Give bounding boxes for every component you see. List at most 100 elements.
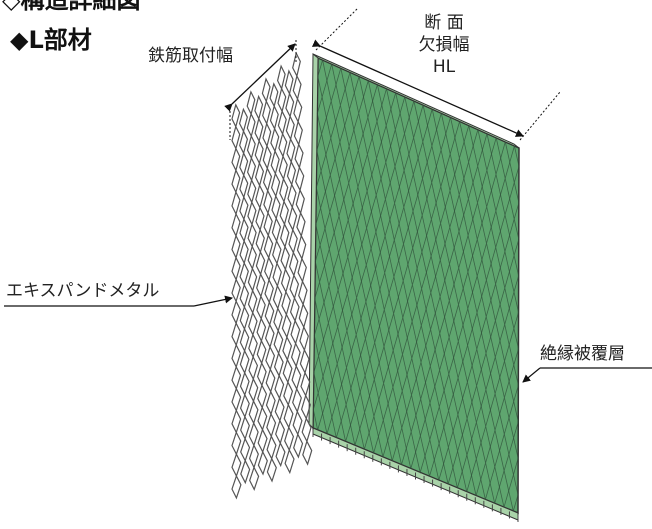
expanded-metal-cell [263, 189, 273, 215]
expanded-metal-cell [266, 457, 277, 483]
expanded-metal-cell [248, 355, 259, 381]
expanded-metal-cell [277, 109, 287, 136]
expanded-metal-cell [273, 351, 284, 378]
expanded-metal-cell [247, 289, 258, 315]
expanded-metal-cell [262, 166, 273, 193]
expanded-metal-cell [231, 408, 242, 434]
expanded-metal-cell [231, 474, 242, 500]
expanded-metal-cell [265, 367, 276, 394]
panel-mesh-diamond [461, 454, 472, 492]
expanded-metal-cell [287, 182, 297, 209]
panel-mesh-diamond [377, 419, 389, 458]
expanded-metal-cell [286, 137, 296, 164]
expanded-metal-cell [256, 339, 267, 365]
expanded-metal-cell [247, 244, 257, 271]
panel-mesh-diamond [443, 447, 454, 485]
expanded-metal-cell [298, 279, 308, 306]
expanded-metal-cell [255, 250, 266, 276]
expanded-metal-cell [284, 425, 295, 452]
panel-mesh-diamond [350, 408, 361, 446]
expanded-metal-cell [240, 437, 251, 463]
expanded-metal-cell [254, 94, 264, 121]
expanded-metal-cell [291, 364, 302, 391]
rebar-width-dimension [224, 40, 297, 140]
expanded-metal-cell [262, 144, 272, 170]
expanded-metal-cell [285, 91, 295, 119]
expanded-metal-cell [231, 365, 242, 391]
expanded-metal-cell [272, 284, 283, 311]
expanded-metal-cell [282, 358, 293, 384]
expanded-metal-cell [256, 294, 266, 321]
expanded-metal-cell [297, 257, 307, 284]
panel-mesh-diamond [489, 466, 500, 504]
expanded-metal-cell [239, 129, 249, 155]
expanded-metal-cell [246, 112, 256, 138]
rebar-width-label: 鉄筋取付幅 [148, 46, 233, 66]
expanded-metal-cell [276, 64, 286, 91]
expanded-metal-cell [288, 228, 298, 255]
expanded-metal-cell [281, 312, 292, 339]
l-member-heading: ◆L部材 [10, 26, 92, 54]
panel-mesh-diamond [340, 404, 351, 442]
expanded-metal-cell [262, 99, 271, 126]
panel-mesh-diamond [508, 473, 519, 512]
expanded-metal-leader [4, 295, 233, 307]
panel-mesh-diamond [480, 462, 491, 500]
expanded-metal-cell [257, 383, 268, 410]
expanded-metal-cell [269, 104, 279, 131]
expanded-metal-cell [273, 306, 283, 333]
expanded-metal-cell [283, 380, 294, 407]
expanded-metal-cell [288, 250, 299, 278]
section-width-label: 断 面 欠損幅 HL [400, 12, 488, 78]
expanded-metal-cell [287, 205, 298, 232]
expanded-metal-cell [279, 199, 289, 226]
expanded-metal-cell [248, 443, 259, 469]
expanded-metal-cell [264, 278, 274, 304]
expanded-metal-cell [263, 233, 274, 260]
expanded-metal-cell [239, 261, 249, 287]
expanded-metal-cell [239, 195, 249, 221]
expanded-metal-cell [231, 212, 241, 238]
expanded-metal-cell [299, 325, 309, 352]
panel-mesh-diamond [405, 431, 417, 469]
expanded-metal-cell [231, 146, 241, 172]
expanded-metal-cell [278, 154, 288, 181]
panel-mesh-diamond [415, 434, 426, 474]
expanded-metal-cell [239, 371, 250, 397]
panel-bottom-teeth [312, 430, 519, 522]
expanded-metal-cell [265, 345, 276, 371]
expanded-metal-cell [246, 134, 256, 160]
expanded-metal-cell [257, 405, 268, 432]
panel-mesh-diamond [433, 443, 445, 481]
expanded-metal-cell [248, 421, 259, 447]
expanded-metal-cell [231, 256, 241, 282]
expanded-metal-cell [300, 371, 311, 398]
expanded-metal-cell [256, 316, 267, 343]
insulation-leader [522, 367, 652, 383]
expanded-metal-cell [295, 165, 305, 192]
expanded-metal-cell [240, 459, 251, 485]
expanded-metal-cell [262, 121, 272, 148]
expanded-metal-cell [265, 390, 276, 416]
panel-mesh-diamond [452, 451, 463, 489]
expanded-metal-cell [299, 348, 310, 375]
expanded-metal-cell [280, 222, 290, 249]
panel-mesh-diamond [312, 392, 324, 431]
expanded-metal-cell [264, 323, 275, 349]
expanded-metal-cell [289, 296, 300, 323]
expanded-metal-cell [231, 124, 241, 151]
expanded-metal-cell [284, 69, 294, 96]
expanded-metal-cell [277, 86, 287, 114]
diagram-title: ◇構造詳細図 [2, 0, 141, 14]
expanded-metal-cell [283, 403, 294, 430]
section-width-dimension [311, 7, 561, 141]
expanded-metal-cell [257, 450, 268, 476]
expanded-metal-cell [295, 188, 305, 215]
expanded-metal-cell [264, 256, 274, 282]
expanded-metal-cell [263, 211, 273, 237]
panel-diamond-mesh [312, 59, 520, 512]
expanded-metal-cell [254, 139, 264, 165]
section-label-line1: 断 面 [424, 13, 464, 33]
panel-mesh-diamond [471, 458, 482, 496]
expanded-metal-cell [264, 300, 275, 327]
